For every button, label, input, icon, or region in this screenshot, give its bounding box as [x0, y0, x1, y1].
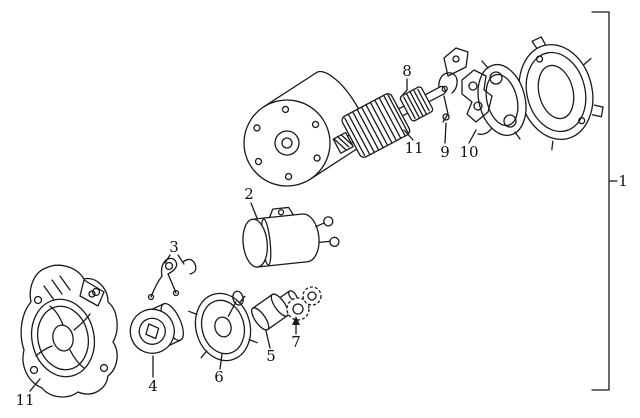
callout-11-armature-label: 11 [404, 139, 423, 157]
callout-10-label: 10 [459, 143, 478, 161]
callout-7: 7 [291, 316, 301, 351]
brush-holder-bracket [461, 69, 493, 123]
callout-2: 2 [244, 185, 258, 219]
callout-4: 4 [148, 355, 158, 395]
armature [332, 85, 448, 158]
callout-1-label: 1 [618, 172, 628, 190]
solenoid [242, 206, 340, 268]
brush-spring-clip [438, 72, 458, 123]
callout-11-armature: 11 [403, 129, 424, 157]
shift-fork [147, 257, 197, 301]
callout-2-label: 2 [244, 185, 254, 203]
armature-core [341, 93, 411, 158]
callout-5-label: 5 [266, 347, 276, 365]
callout-6-label: 6 [214, 368, 224, 386]
clutch-stop [129, 302, 185, 354]
brush-plate [477, 60, 527, 140]
callout-4-label: 4 [148, 377, 158, 395]
callout-1: 1 [618, 172, 628, 190]
end-frame-ring [509, 36, 604, 151]
hold-down-bracket [443, 47, 469, 77]
callout-9: 9 [440, 122, 450, 161]
callout-3: 3 [164, 238, 185, 265]
callout-11-housing: 11 [15, 378, 41, 409]
drive-end-housing [20, 264, 118, 398]
callout-10: 10 [459, 129, 479, 161]
clutch-pulley [188, 290, 258, 362]
callout-8: 8 [400, 62, 412, 98]
solenoid-terminal [329, 236, 340, 247]
callout-11-housing-label: 11 [15, 391, 34, 409]
callout-5: 5 [265, 330, 276, 365]
solenoid-terminal [323, 216, 334, 227]
callout-8-label: 8 [402, 62, 412, 80]
pinion-gears [286, 286, 322, 321]
callout-6: 6 [214, 353, 224, 386]
callout-9-label: 9 [440, 143, 450, 161]
callout-7-label: 7 [291, 333, 301, 351]
assembly-bracket [591, 11, 618, 391]
brush-hole [489, 71, 503, 85]
callout-3-label: 3 [169, 238, 179, 256]
brush-hole [503, 114, 517, 128]
housing-face [243, 99, 331, 187]
